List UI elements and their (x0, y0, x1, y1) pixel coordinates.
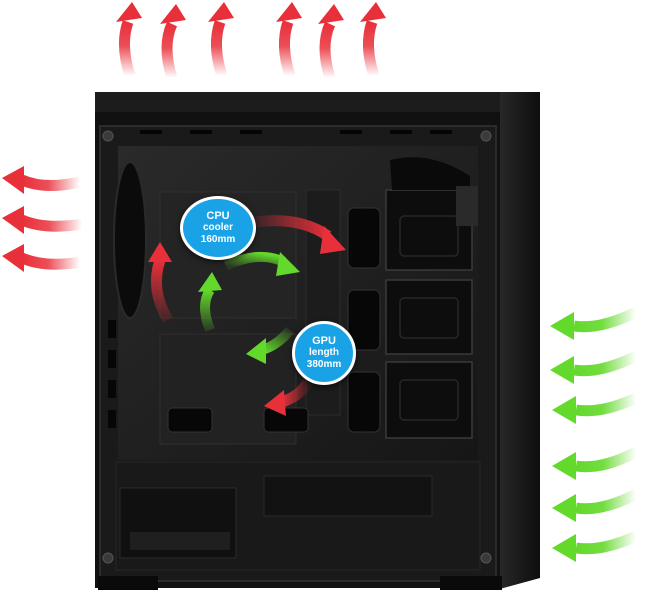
green-curved-arrow-icon (552, 530, 639, 562)
gpu-badge-line2: length (309, 347, 339, 358)
red-curved-arrow-icon (360, 2, 386, 78)
red-curved-arrow-icon (160, 4, 186, 80)
green-curved-arrow-icon (550, 307, 639, 340)
red-curved-arrow-icon (116, 2, 142, 78)
top-exhaust-arrows (116, 2, 386, 80)
red-curved-arrow-icon (2, 206, 83, 234)
rear-exhaust-arrows (2, 166, 83, 272)
red-curved-arrow-icon (318, 4, 344, 80)
green-curved-arrow-icon (550, 351, 639, 384)
red-curved-arrow-icon (320, 226, 346, 254)
red-curved-arrow-icon (148, 242, 172, 262)
gpu-badge-line1: GPU (312, 335, 336, 347)
red-curved-arrow-icon (276, 2, 302, 78)
red-curved-arrow-icon (264, 390, 286, 416)
red-curved-arrow-icon (2, 244, 81, 272)
green-curved-arrow-icon (276, 252, 300, 276)
cpu-badge-line1: CPU (206, 210, 230, 222)
green-curved-arrow-icon (198, 272, 222, 292)
gpu-badge-line3: 380mm (306, 359, 342, 370)
red-curved-arrow-icon (2, 166, 82, 194)
cpu-badge-line3: 160mm (200, 234, 236, 245)
green-curved-arrow-icon (552, 447, 639, 480)
cpu-badge-line2: cooler (202, 222, 233, 233)
red-curved-arrow-icon (208, 2, 234, 78)
front-intake-arrows (550, 307, 639, 562)
internal-airflow-arrows (148, 215, 346, 416)
cpu-cooler-clearance-badge: CPU cooler 160mm (180, 196, 256, 260)
green-curved-arrow-icon (552, 489, 639, 522)
gpu-length-clearance-badge: GPU length 380mm (292, 321, 356, 385)
green-curved-arrow-icon (552, 392, 639, 424)
green-curved-arrow-icon (246, 338, 266, 364)
